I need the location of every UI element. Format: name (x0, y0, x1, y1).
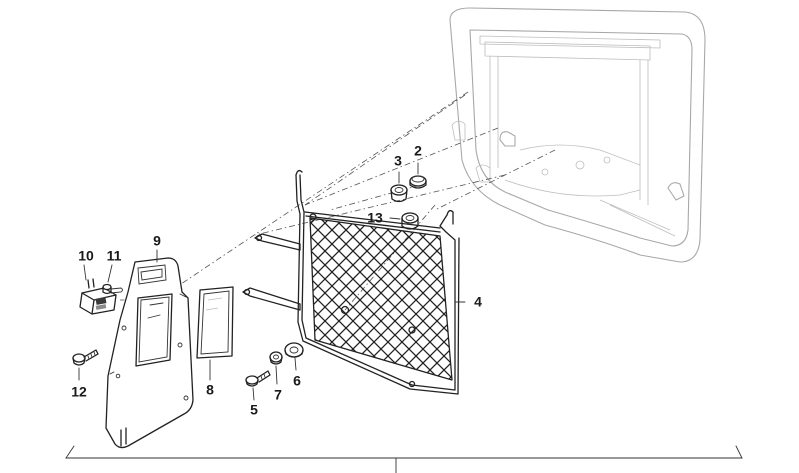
net-strand (385, 218, 452, 380)
net-strand (441, 218, 452, 380)
callout-12: 12 (71, 384, 87, 400)
net-strand (484, 200, 684, 400)
net-strand (484, 200, 684, 400)
net-strand (610, 200, 799, 400)
net-strand (610, 200, 799, 400)
part-13-grommet (401, 212, 419, 230)
net-strand (456, 200, 656, 400)
callout-7: 7 (274, 387, 282, 403)
net-strand (540, 200, 740, 400)
net-strand (385, 218, 452, 380)
part-10-switch (79, 278, 117, 315)
net-strand (310, 218, 433, 380)
net-strand (441, 218, 452, 380)
callout-9: 9 (153, 233, 161, 249)
net-strand (399, 218, 452, 380)
callout-6: 6 (293, 373, 301, 389)
net-strand (310, 218, 405, 380)
net-strand (526, 200, 726, 400)
net-strand (526, 200, 726, 400)
part-2-clip (409, 175, 427, 189)
net-strand (498, 200, 698, 400)
net-strand (582, 200, 782, 400)
callout-5: 5 (250, 402, 258, 418)
net-strand (512, 200, 712, 400)
net-strand (596, 200, 796, 400)
callout-13: 13 (367, 210, 383, 226)
assembly-bracket (65, 445, 743, 473)
part-8-glass-panel (196, 286, 234, 359)
net-strand (512, 200, 712, 400)
callout-10: 10 (78, 248, 94, 264)
part-3-grommet (390, 184, 408, 203)
part-5-screw (245, 370, 271, 387)
net-strand (310, 218, 391, 380)
net-strand (310, 218, 377, 380)
callout-4: 4 (474, 294, 482, 310)
net-strand (470, 200, 670, 400)
net-strand (413, 218, 452, 380)
callout-8: 8 (206, 382, 214, 398)
callout-3: 3 (394, 153, 402, 169)
net-strand (540, 200, 740, 400)
callout-11: 11 (107, 248, 122, 264)
net-strand (310, 218, 349, 380)
net-strand (568, 200, 768, 400)
net-strand (357, 218, 452, 380)
net-strand (310, 218, 363, 380)
part-6-washer (284, 342, 304, 358)
part-11-pin (102, 283, 123, 295)
net-strand (582, 200, 782, 400)
part-9-cover-panel (105, 257, 194, 449)
part-12-screw (72, 349, 99, 366)
net-strand (470, 200, 670, 400)
net-strand (371, 218, 452, 380)
net-strand (456, 200, 656, 400)
callout-labels: 2 3 4 5 6 7 8 9 10 11 12 13 (71, 143, 482, 418)
net-strand (310, 218, 447, 380)
net-strand (498, 200, 698, 400)
net-strand (554, 200, 754, 400)
callout-2: 2 (414, 143, 422, 159)
net-strand (568, 200, 768, 400)
net-strand (554, 200, 754, 400)
seat-back-housing (449, 7, 706, 263)
net-strand (596, 200, 796, 400)
net-strand (310, 218, 419, 380)
callout-leaders (78, 162, 466, 401)
part-7-nut (269, 351, 283, 365)
